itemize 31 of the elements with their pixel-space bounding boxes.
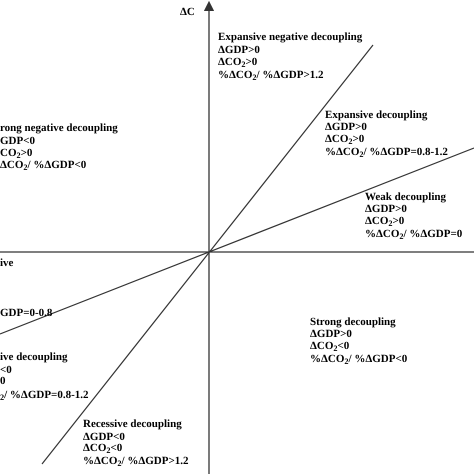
region-label: ΔGDP>0 bbox=[325, 120, 367, 134]
region-label: %ΔCO$_{2}$/ %ΔGDP=0 bbox=[365, 228, 462, 240]
region-label: rong negative decoupling bbox=[0, 122, 118, 134]
region-label: %ΔCO$_{2}$/ %ΔGDP>1.2 bbox=[218, 68, 324, 82]
region-label: ΔCO$_{2}$<0 bbox=[310, 340, 350, 352]
region-label: Expansive decoupling bbox=[325, 108, 428, 122]
region-label: ΔCO$_{2}$<0 bbox=[83, 442, 122, 454]
region-label: CO$_{2}$>0 bbox=[0, 146, 32, 160]
region-label: Expansive negative decoupling bbox=[218, 30, 362, 44]
region-label: %ΔCO$_{2}$/ %ΔGDP=0.8-1.2 bbox=[325, 146, 448, 158]
axis-label: ΔC bbox=[180, 6, 195, 18]
region-label: ΔGDP>0 bbox=[310, 328, 352, 340]
region-label: GDP=0-0.8 bbox=[0, 306, 52, 320]
region-label: Strong decoupling bbox=[310, 316, 396, 328]
region-label: Weak decoupling bbox=[365, 190, 446, 204]
region-label: ΔCO$_{2}$>0 bbox=[218, 56, 258, 68]
region-label: <0 bbox=[0, 364, 12, 376]
region-label: ive decoupling bbox=[0, 350, 68, 364]
region-label: %ΔCO$_{2}$/ %ΔGDP>1.2 bbox=[83, 454, 188, 468]
region-label: Recessive decoupling bbox=[83, 418, 182, 430]
region-label: GDP<0 bbox=[0, 134, 35, 148]
region-label: ive bbox=[0, 256, 14, 270]
region-label: ΔCO$_{2}$>0 bbox=[365, 214, 404, 228]
region-label: ΔGDP>0 bbox=[218, 44, 260, 56]
region-label: %ΔCO$_{2}$/ %ΔGDP<0 bbox=[310, 352, 408, 366]
region-label: ΔCO$_{2}$>0 bbox=[325, 132, 364, 146]
region-label: $_{2}$/ %ΔGDP=0.8-1.2 bbox=[0, 388, 88, 402]
region-label: ΔGDP<0 bbox=[83, 430, 125, 444]
region-label: ΔCO$_{2}$/ %ΔGDP<0 bbox=[0, 158, 86, 172]
region-label: ΔGDP>0 bbox=[365, 202, 407, 216]
region-label: 0 bbox=[0, 374, 6, 388]
